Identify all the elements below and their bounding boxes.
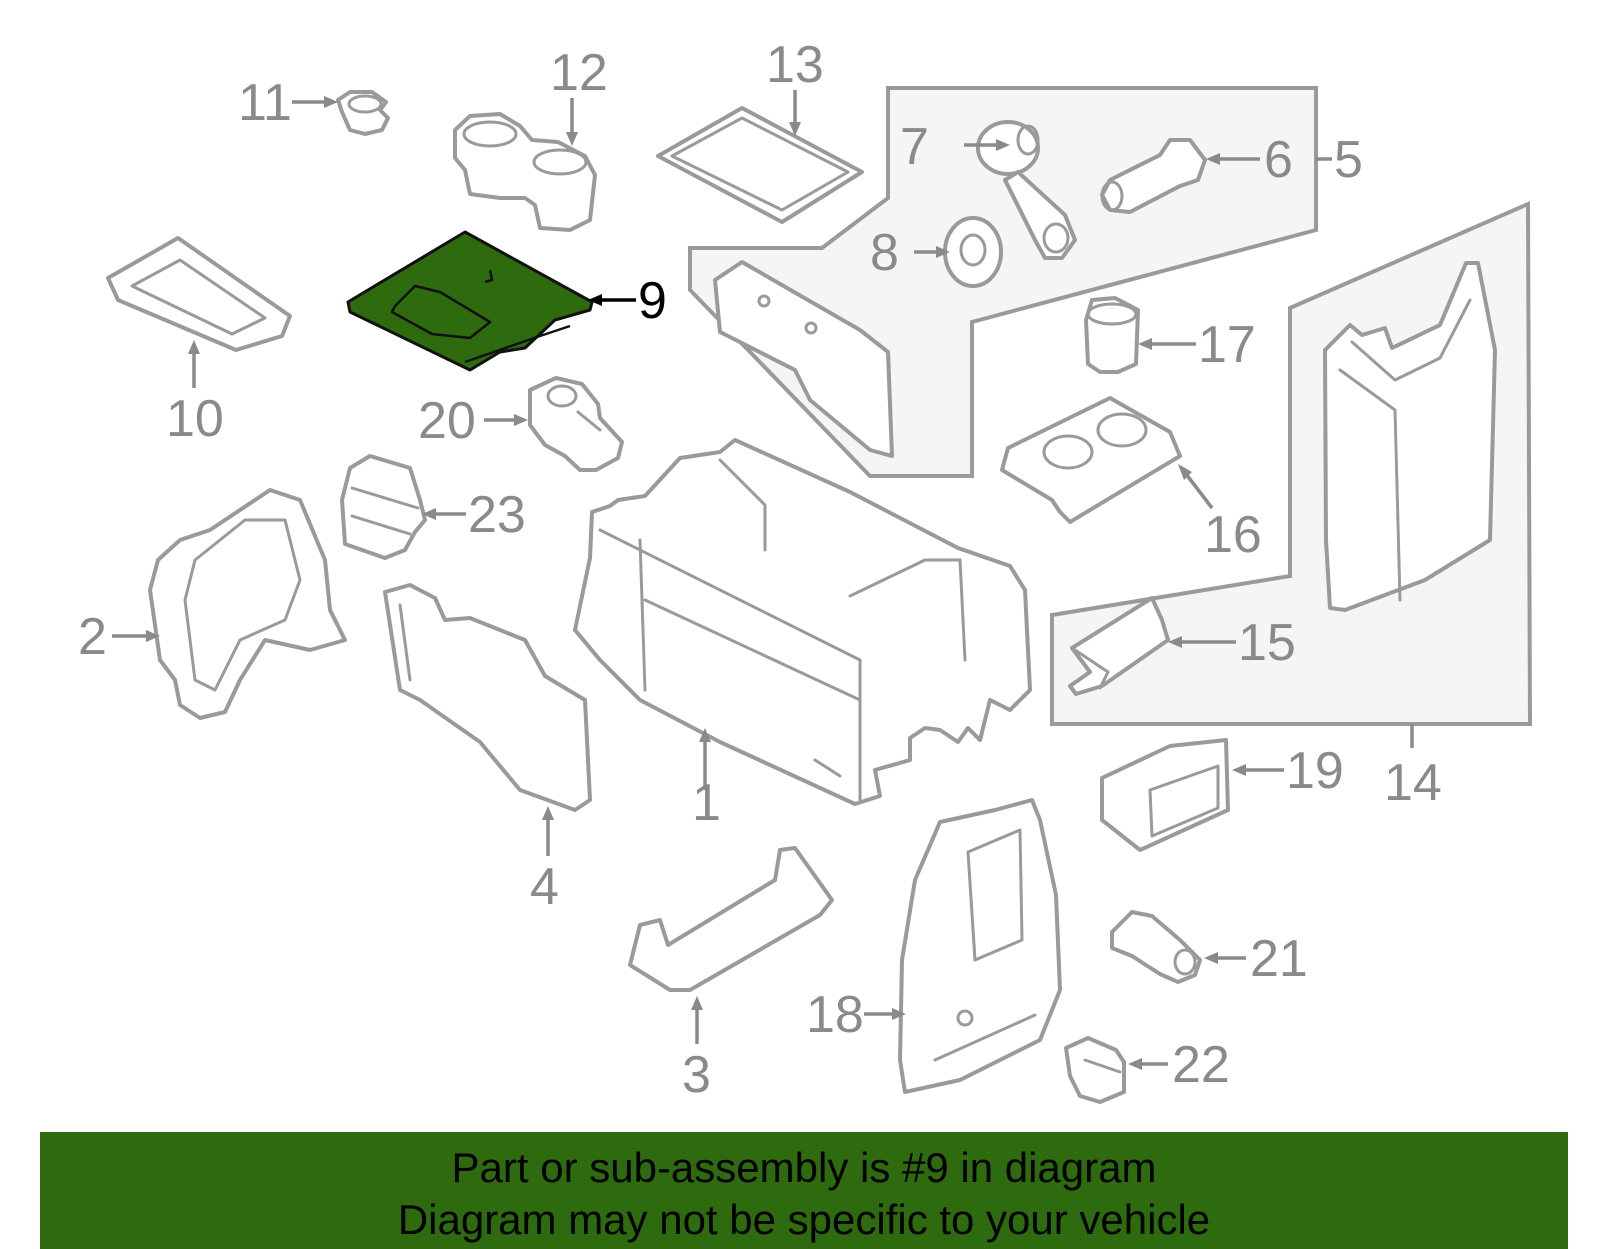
callout-13: 13 — [766, 36, 824, 94]
part-10-mat[interactable] — [106, 236, 292, 352]
part-6-bulb[interactable] — [1100, 138, 1207, 214]
banner-line-1: Part or sub-assembly is #9 in diagram — [451, 1144, 1157, 1191]
part-13-pad[interactable] — [656, 106, 864, 224]
part-1-console-body[interactable] — [573, 438, 1032, 806]
callout-5: 5 — [1334, 131, 1363, 189]
part-3-lower-bracket[interactable] — [628, 846, 834, 992]
part-8-grommet[interactable] — [943, 216, 1003, 288]
part-18-front-panel[interactable] — [898, 798, 1062, 1094]
callout-4: 4 — [530, 858, 559, 916]
part-15-bracket[interactable] — [1068, 596, 1170, 696]
part-2-side-trim[interactable] — [148, 488, 347, 720]
group-14-panel — [1050, 200, 1533, 726]
callout-16: 16 — [1204, 506, 1262, 564]
part-16-cupholder-trim[interactable] — [1000, 396, 1182, 524]
callout-7: 7 — [900, 118, 929, 176]
part-5-panel[interactable] — [713, 260, 894, 458]
callout-20: 20 — [418, 392, 476, 450]
callouts: 1 2 3 4 5 6 7 8 9 10 — [78, 36, 1442, 1104]
part-21-socket[interactable] — [1110, 910, 1202, 984]
callout-23: 23 — [468, 486, 526, 544]
callout-10: 10 — [166, 390, 224, 448]
part-11-button[interactable] — [336, 90, 390, 136]
part-22-connector[interactable] — [1064, 1036, 1126, 1104]
callout-12: 12 — [550, 44, 608, 102]
callout-17: 17 — [1198, 316, 1256, 374]
callout-18: 18 — [806, 986, 864, 1044]
part-20-switch[interactable] — [528, 376, 624, 472]
callout-9: 9 — [638, 272, 667, 330]
part-17-knob[interactable] — [1084, 296, 1140, 374]
info-banner: Part or sub-assembly is #9 in diagram Di… — [40, 1132, 1568, 1249]
callout-11: 11 — [238, 74, 292, 132]
part-12-cupholder[interactable] — [453, 112, 597, 232]
callout-21: 21 — [1250, 930, 1308, 988]
part-7-cap[interactable] — [976, 120, 1077, 260]
callout-1: 1 — [692, 774, 721, 832]
callout-3: 3 — [682, 1046, 711, 1104]
callout-19: 19 — [1286, 742, 1344, 800]
callout-8: 8 — [870, 224, 899, 282]
part-9-highlighted-panel[interactable] — [346, 230, 594, 372]
callout-6: 6 — [1264, 131, 1293, 189]
callout-2: 2 — [78, 608, 107, 666]
part-19-pocket[interactable] — [1100, 738, 1230, 852]
callout-15: 15 — [1238, 614, 1296, 672]
callout-14: 14 — [1384, 754, 1442, 812]
part-14-armrest-panel[interactable] — [1323, 261, 1497, 612]
part-4-side-panel[interactable] — [383, 583, 592, 812]
callout-22: 22 — [1172, 1036, 1230, 1094]
part-23-switch-block[interactable] — [340, 454, 427, 560]
banner-line-2: Diagram may not be specific to your vehi… — [397, 1196, 1211, 1243]
